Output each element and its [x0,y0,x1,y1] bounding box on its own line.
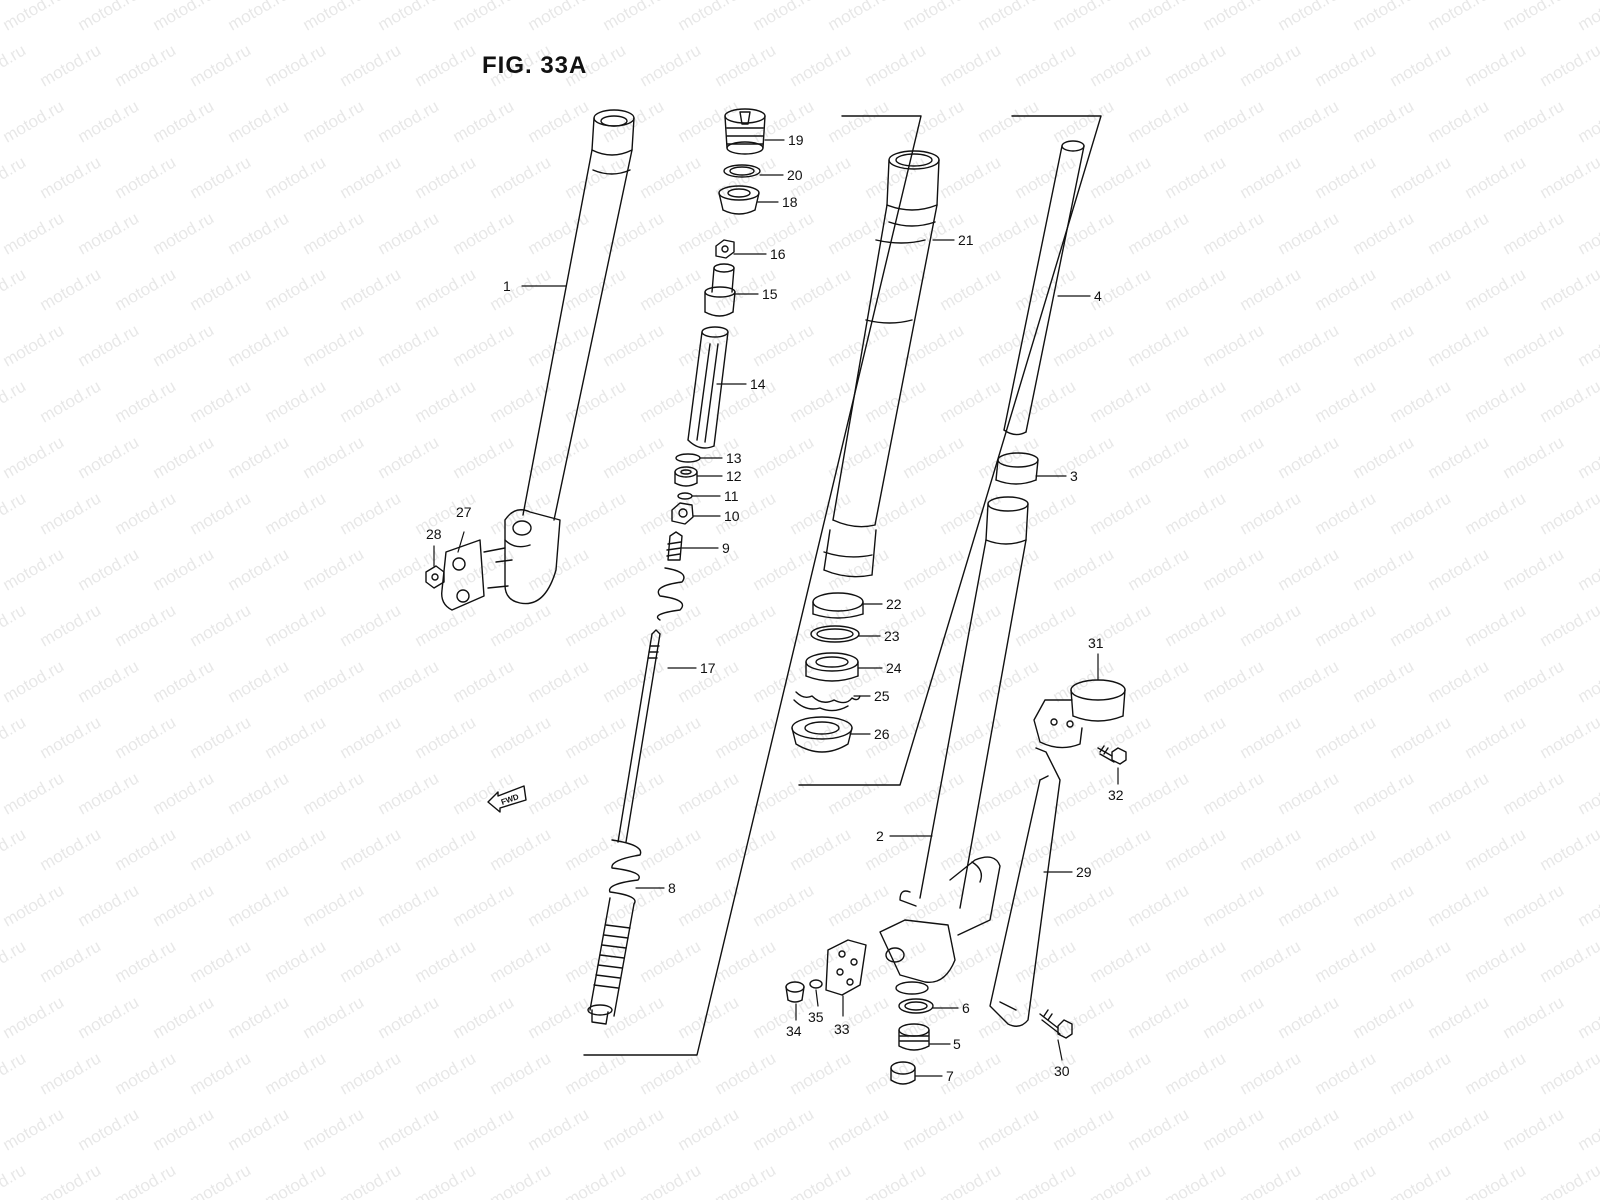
callout-17: 17 [700,660,716,676]
figure-title: FIG. 33A [482,52,588,79]
callout-34: 34 [786,1023,802,1039]
part-34-bolt [785,981,805,1003]
part-2-outer-tube [879,496,1029,995]
callout-22: 22 [886,596,902,612]
callout-32: 32 [1108,787,1124,803]
callout-27: 27 [456,504,472,520]
callout-25: 25 [874,688,890,704]
callout-3: 3 [1070,468,1078,484]
part-10-nut [671,502,694,525]
part-7-cap [890,1061,916,1085]
part-14-spring-guide [687,326,729,449]
group-frame-damper [583,115,922,1056]
part-33-plate [825,939,867,996]
callout-23: 23 [884,628,900,644]
part-17-damper-rod [617,629,661,843]
part-24-oil-seal [805,652,859,682]
callout-labels: 1 2 3 4 5 6 7 8 9 10 11 12 13 14 15 16 1… [426,132,1124,1084]
callout-21: 21 [958,232,974,248]
part-1-outer-tube [504,109,635,605]
callout-31: 31 [1088,635,1104,651]
group-frame-inner-tube [798,115,1102,786]
part-32-bolt [1097,745,1127,765]
part-4-inner-tube [1003,140,1085,436]
part-26-dust-seal [791,716,853,753]
part-18-spacer [718,185,760,215]
part-28-nut [425,565,445,589]
part-13-ring [675,453,701,463]
part-3-bushing [995,452,1039,485]
callout-4: 4 [1094,288,1102,304]
callout-2: 2 [876,828,884,844]
part-11-washer [677,492,693,500]
callout-7: 7 [946,1068,954,1084]
callout-29: 29 [1076,864,1092,880]
part-5-drain-bolt [898,1023,930,1051]
callout-11: 11 [724,488,739,504]
callout-18: 18 [782,194,798,210]
callout-8: 8 [668,880,676,896]
callout-6: 6 [962,1000,970,1016]
callout-9: 9 [722,540,730,556]
forward-arrow-icon: FWD [487,785,527,813]
callout-33: 33 [834,1021,850,1037]
callout-5: 5 [953,1036,961,1052]
callout-13: 13 [726,450,742,466]
callout-10: 10 [724,508,740,524]
part-27-axle-holder [441,539,513,611]
callout-26: 26 [874,726,890,742]
part-35-washer [809,979,823,989]
callout-30: 30 [1054,1063,1070,1079]
callout-28: 28 [426,526,442,542]
part-30-bolt [1039,1009,1073,1039]
callout-12: 12 [726,468,742,484]
callout-24: 24 [886,660,902,676]
part-9-rebound-spring [656,531,685,621]
part-20-o-ring [723,164,761,178]
part-31-clamp [1033,679,1126,749]
callout-1: 1 [503,278,511,294]
part-12-collar [674,466,698,487]
callout-15: 15 [762,286,778,302]
part-23-washer [810,625,860,643]
callout-14: 14 [750,376,766,392]
part-15-collar [704,263,736,317]
part-19-cap-bolt [724,108,766,155]
callout-20: 20 [787,167,803,183]
part-6-gasket [898,998,934,1014]
callout-35: 35 [808,1009,824,1025]
leader-lines [433,139,1119,1077]
part-25-circlip [793,691,861,712]
part-21-inner-tube [823,150,940,578]
callout-19: 19 [788,132,804,148]
part-16-nut [715,239,735,259]
part-22-slide-bushing [812,592,864,619]
callout-16: 16 [770,246,786,262]
part-8-damper-cylinder [587,839,642,1025]
part-29-fork-guard [989,747,1061,1027]
